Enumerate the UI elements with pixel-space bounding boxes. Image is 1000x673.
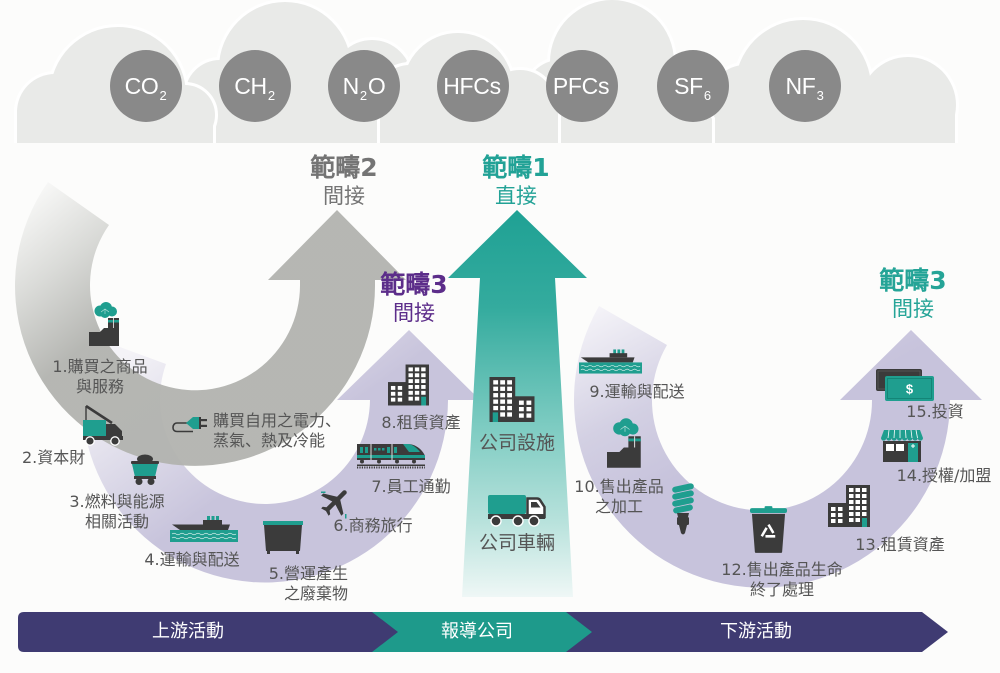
scope3-upstream-title: 範疇3 xyxy=(380,270,448,299)
activity-label-10: 10.售出產品 之加工 xyxy=(574,477,664,516)
activity-label-14: 14.授權/加盟 xyxy=(896,466,992,485)
company-facilities-label: 公司設施 xyxy=(478,432,555,454)
office-building-icon xyxy=(388,364,429,406)
bar-label-downstream: 下游活動 xyxy=(720,621,792,642)
scope3-downstream-label: 範疇3 間接 xyxy=(833,266,993,322)
scope2-arc-arrow xyxy=(15,182,407,466)
scope3-downstream-title: 範疇3 xyxy=(879,266,947,295)
gas-formula: CO2 xyxy=(124,72,167,103)
activity-label-15: 15.投資 xyxy=(906,402,964,421)
activity-label-3: 3.燃料與能源 相關活動 xyxy=(69,492,165,531)
bar-segment-downstream xyxy=(560,612,948,652)
crane-truck-icon xyxy=(81,404,125,447)
gas-bubble-hfcs: HFCs xyxy=(437,50,509,122)
scope1-subtitle: 直接 xyxy=(495,184,537,208)
scope3-upstream-subtitle: 間接 xyxy=(393,301,435,325)
activity-label-12: 12.售出產品生命 終了處理 xyxy=(721,560,843,599)
scope2-activity-label: 購買自用之電力、 蒸氣、熱及冷能 xyxy=(213,411,342,450)
activity-label-13: 13.租賃資產 xyxy=(855,535,945,554)
bar-segment-upstream xyxy=(18,612,398,652)
value-chain-bar xyxy=(18,612,948,652)
factory-icon xyxy=(88,301,120,347)
ship-icon xyxy=(578,349,643,374)
scope2-label: 範疇2 間接 xyxy=(264,153,424,209)
gas-formula: CH2 xyxy=(234,72,275,103)
gas-formula: N2O xyxy=(342,72,386,103)
scope2-title: 範疇2 xyxy=(310,153,378,182)
gas-bubble-ch2: CH2 xyxy=(219,50,291,122)
gas-bubble-nf3: NF3 xyxy=(769,50,841,122)
scope3-upstream-label: 範疇3 間接 xyxy=(334,270,494,326)
scope1-title: 範疇1 xyxy=(482,153,550,182)
gas-formula: NF3 xyxy=(785,72,824,103)
office-building-icon xyxy=(828,485,870,527)
money-icon: $ xyxy=(875,368,935,402)
gas-formula: PFCs xyxy=(552,72,610,99)
activity-label-7: 7.員工通勤 xyxy=(371,477,451,496)
gas-bubble-sf6: SF6 xyxy=(657,50,729,122)
gas-bubble-n2o: N2O xyxy=(328,50,400,122)
scope3-upstream-arc-arrow xyxy=(82,330,480,583)
bar-label-upstream: 上游活動 xyxy=(152,621,224,642)
activity-label-9: 9.運輸與配送 xyxy=(589,382,685,401)
storefront-icon xyxy=(880,429,924,463)
activity-label-8: 8.租賃資產 xyxy=(381,413,461,432)
gas-formula: HFCs xyxy=(443,72,501,99)
activity-label-6: 6.商務旅行 xyxy=(333,516,413,535)
activity-label-5: 5.營運產生 之廢棄物 xyxy=(268,564,348,603)
activity-label-4: 4.運輸與配送 xyxy=(144,550,240,569)
scope3-downstream-subtitle: 間接 xyxy=(892,297,934,321)
recycle-bin-icon xyxy=(748,504,789,555)
gas-bubble-pfcs: PFCs xyxy=(546,50,618,122)
scope2-subtitle: 間接 xyxy=(323,184,365,208)
scope1-label: 範疇1 直接 xyxy=(436,153,596,209)
activity-label-1: 1.購買之商品 與服務 xyxy=(52,357,148,396)
gas-formula: SF6 xyxy=(674,72,711,103)
dollar-sign: $ xyxy=(906,382,914,397)
company-vehicles-label: 公司車輛 xyxy=(478,532,555,554)
bar-segment-reporting-company xyxy=(360,612,592,652)
activity-label-2: 2.資本財 xyxy=(22,448,86,467)
truck-icon xyxy=(486,493,547,528)
gas-bubble-co2: CO2 xyxy=(110,50,182,122)
plug-icon xyxy=(172,416,208,433)
factory-icon xyxy=(606,417,642,469)
bar-label-reporting-company: 報導公司 xyxy=(441,621,513,642)
